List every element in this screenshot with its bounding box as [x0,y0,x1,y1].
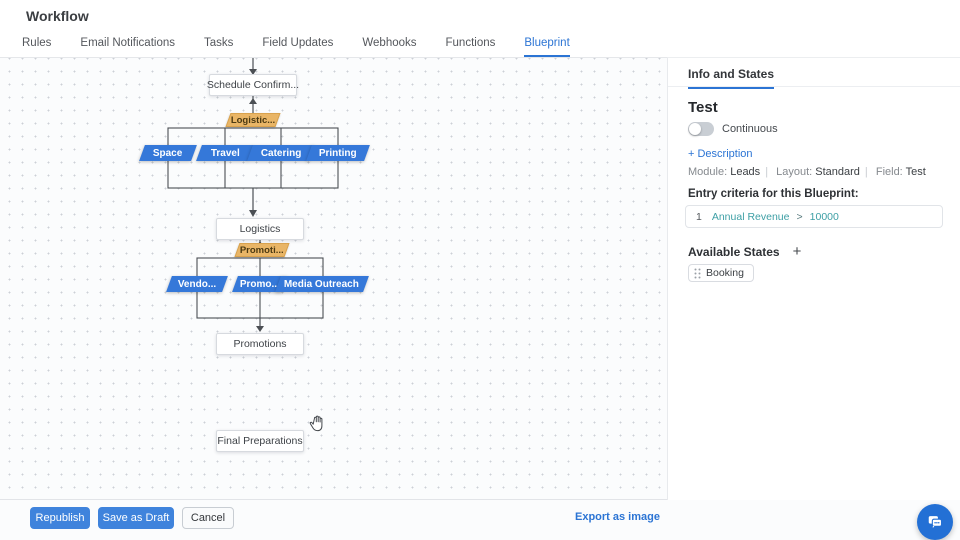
tab-rules[interactable]: Rules [22,37,52,49]
field-label: Field: [875,166,903,178]
transition-travel[interactable]: Travel [196,145,254,161]
criteria-field: Annual Revenue [711,210,790,223]
transition-vendo[interactable]: Vendo... [166,276,228,292]
state-schedule-confirm[interactable]: Schedule Confirm... [207,74,299,96]
tab-info-and-states[interactable]: Info and States [688,67,775,89]
transition-travel-label: Travel [210,147,240,159]
state-final-preparations[interactable]: Final Preparations [216,430,304,452]
tab-webhooks[interactable]: Webhooks [362,37,417,49]
transition-promoti[interactable]: Promoti... [234,243,290,257]
state-chip-booking[interactable]: Booking [688,264,754,282]
criteria-value: 10000 [809,210,839,223]
transition-space-label: Space [153,147,183,159]
criteria-index: 1 [696,210,702,223]
tab-field-updates[interactable]: Field Updates [262,37,334,49]
toggle-knob [689,123,701,135]
tab-blueprint[interactable]: Blueprint [524,37,570,57]
transition-vendo-label: Vendo... [177,278,217,290]
transition-logistic-label: Logistic... [230,114,276,126]
state-promotions[interactable]: Promotions [216,333,304,355]
tab-functions[interactable]: Functions [445,37,496,49]
continuous-label: Continuous [722,123,778,135]
continuous-toggle-row: Continuous [688,122,778,136]
entry-criteria-title: Entry criteria for this Blueprint: [688,188,859,200]
transition-printing[interactable]: Printing [306,145,370,161]
hand-cursor-icon [309,415,323,432]
blueprint-canvas[interactable]: Schedule Confirm... Logistics Promotions… [0,57,667,500]
blueprint-name: Test [688,99,718,116]
chat-fab-button[interactable] [917,504,953,540]
cancel-button[interactable]: Cancel [182,507,234,529]
transition-catering-label: Catering [260,147,302,159]
transition-catering[interactable]: Catering [247,145,315,161]
drag-handle-icon [694,268,701,278]
state-logistics[interactable]: Logistics [216,218,304,240]
transition-space[interactable]: Space [139,145,197,161]
transition-printing-label: Printing [319,147,357,159]
export-as-image-link[interactable]: Export as image [575,511,660,523]
chat-bubbles-icon [928,516,943,529]
add-description-link[interactable]: + Description [688,148,753,160]
transition-promoti-label: Promoti... [240,244,284,256]
add-state-button[interactable]: + [792,243,802,260]
tab-tasks[interactable]: Tasks [204,37,234,49]
available-states-row: Available States + [688,244,801,259]
page-title: Workflow [26,8,89,24]
available-states-title: Available States [688,244,780,259]
tab-email-notifications[interactable]: Email Notifications [80,37,175,49]
transition-logistic[interactable]: Logistic... [225,113,281,127]
meta-separator: | [864,166,868,178]
module-value: Leads [730,166,761,178]
panel-tab-row: Info and States [668,58,960,89]
meta-separator: | [765,166,769,178]
field-value: Test [905,166,926,178]
criteria-operator: > [796,210,803,223]
transition-media-outreach[interactable]: Media Outreach [275,276,369,292]
transition-media-outreach-label: Media Outreach [284,278,360,290]
continuous-toggle[interactable] [688,122,714,136]
tab-bar: Rules Email Notifications Tasks Field Up… [22,37,570,57]
module-label: Module: [688,166,728,178]
transition-promo-label: Promo... [239,278,280,290]
layout-label: Layout: [776,166,813,178]
info-panel: Info and States Test Continuous + Descri… [667,57,960,500]
footer-bar: Republish Save as Draft Cancel Export as… [0,500,960,540]
layout-value: Standard [815,166,860,178]
state-chip-label: Booking [706,267,744,279]
header: Workflow Rules Email Notifications Tasks… [0,0,960,57]
save-as-draft-button[interactable]: Save as Draft [98,507,174,529]
main-area: Schedule Confirm... Logistics Promotions… [0,57,960,500]
entry-criteria-row[interactable]: 1 Annual Revenue > 10000 [685,205,943,228]
blueprint-meta: Module: Leads| Layout: Standard| Field: … [688,166,926,178]
republish-button[interactable]: Republish [30,507,90,529]
